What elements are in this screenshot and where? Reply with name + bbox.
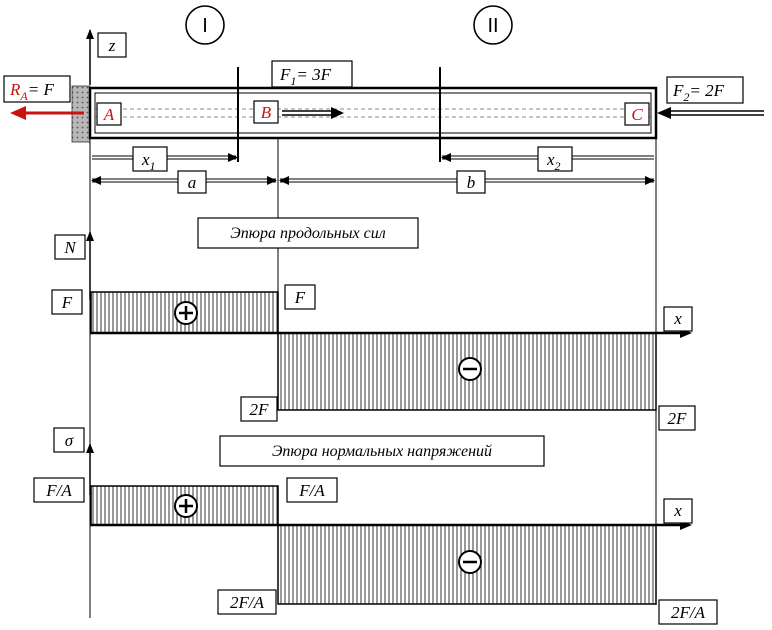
f1-force-arrow: [282, 107, 344, 119]
section-marker-2: II: [473, 5, 513, 45]
b-dim-label: b: [467, 173, 476, 192]
sigma-axis-label: σ: [65, 431, 74, 450]
n-x-box: [663, 306, 693, 332]
n-right-value: 2F: [668, 409, 688, 428]
sigma-left-value-box: [33, 477, 85, 503]
sigma-axis-box: [53, 427, 85, 453]
n-axis-box: [54, 234, 86, 260]
sigma-plus-sign: [174, 494, 198, 518]
x2-label: x2: [546, 150, 561, 173]
f1-force-label: F1= 3F: [279, 65, 332, 88]
reaction-force-box: [3, 75, 71, 103]
point-c-label: C: [631, 105, 643, 124]
n-b-top-value-box: [284, 284, 316, 310]
sigma-diagram-title: Эпюра нормальных напряжений: [272, 443, 492, 460]
n-diagram-title-box: [197, 217, 419, 249]
sigma-minus-sign: [458, 550, 482, 574]
sigma-left-value: F/A: [45, 481, 72, 500]
z-axis-label: z: [108, 36, 116, 55]
n-right-value-box: [658, 405, 696, 431]
sigma-b-bottom-value: 2F/A: [230, 593, 265, 612]
point-b-box: [253, 100, 279, 124]
sigma-right-value-box: [658, 599, 718, 625]
n-axis-label: N: [63, 238, 77, 257]
reaction-force-label: RA= F: [9, 80, 54, 103]
a-dim-label: a: [188, 173, 197, 192]
point-c-box: [624, 102, 650, 126]
sigma-b-bottom-value-box: [217, 589, 277, 615]
section-marker-1: I: [185, 5, 225, 45]
n-b-bottom-value: 2F: [250, 400, 270, 419]
section-2-label: II: [487, 15, 498, 37]
f2-force-label: F2= 2F: [672, 81, 725, 104]
f1-force-box: [271, 60, 353, 88]
sigma-right-value: 2F/A: [671, 603, 706, 622]
n-plus-sign: [174, 301, 198, 325]
sigma-b-top-value: F/A: [298, 481, 325, 500]
n-left-value: F: [61, 293, 73, 312]
b-dim-box: [456, 170, 486, 194]
sigma-x-label: x: [673, 501, 682, 520]
reaction-force-arrow: [10, 106, 84, 120]
sigma-b-top-value-box: [286, 477, 338, 503]
n-diagram-title: Эпюра продольных сил: [230, 225, 385, 242]
section-1-label: I: [202, 15, 208, 37]
n-x-label: x: [673, 309, 682, 328]
a-dim-box: [177, 170, 207, 194]
f2-force-box: [666, 76, 744, 104]
x2-box: [537, 146, 573, 172]
n-b-bottom-value-box: [240, 396, 278, 422]
f2-force-arrow: [657, 107, 764, 119]
n-left-value-box: [51, 289, 83, 315]
point-a-box: [96, 102, 122, 126]
point-a-label: A: [103, 105, 115, 124]
x1-label: x1: [141, 150, 156, 173]
beam: [88, 86, 658, 140]
n-minus-sign: [458, 357, 482, 381]
point-b-label: B: [261, 103, 272, 122]
z-axis: z: [86, 29, 127, 85]
sigma-diagram-title-box: [219, 435, 545, 467]
sigma-x-box: [663, 498, 693, 524]
n-b-top-value: F: [294, 288, 306, 307]
x1-box: [132, 146, 168, 172]
